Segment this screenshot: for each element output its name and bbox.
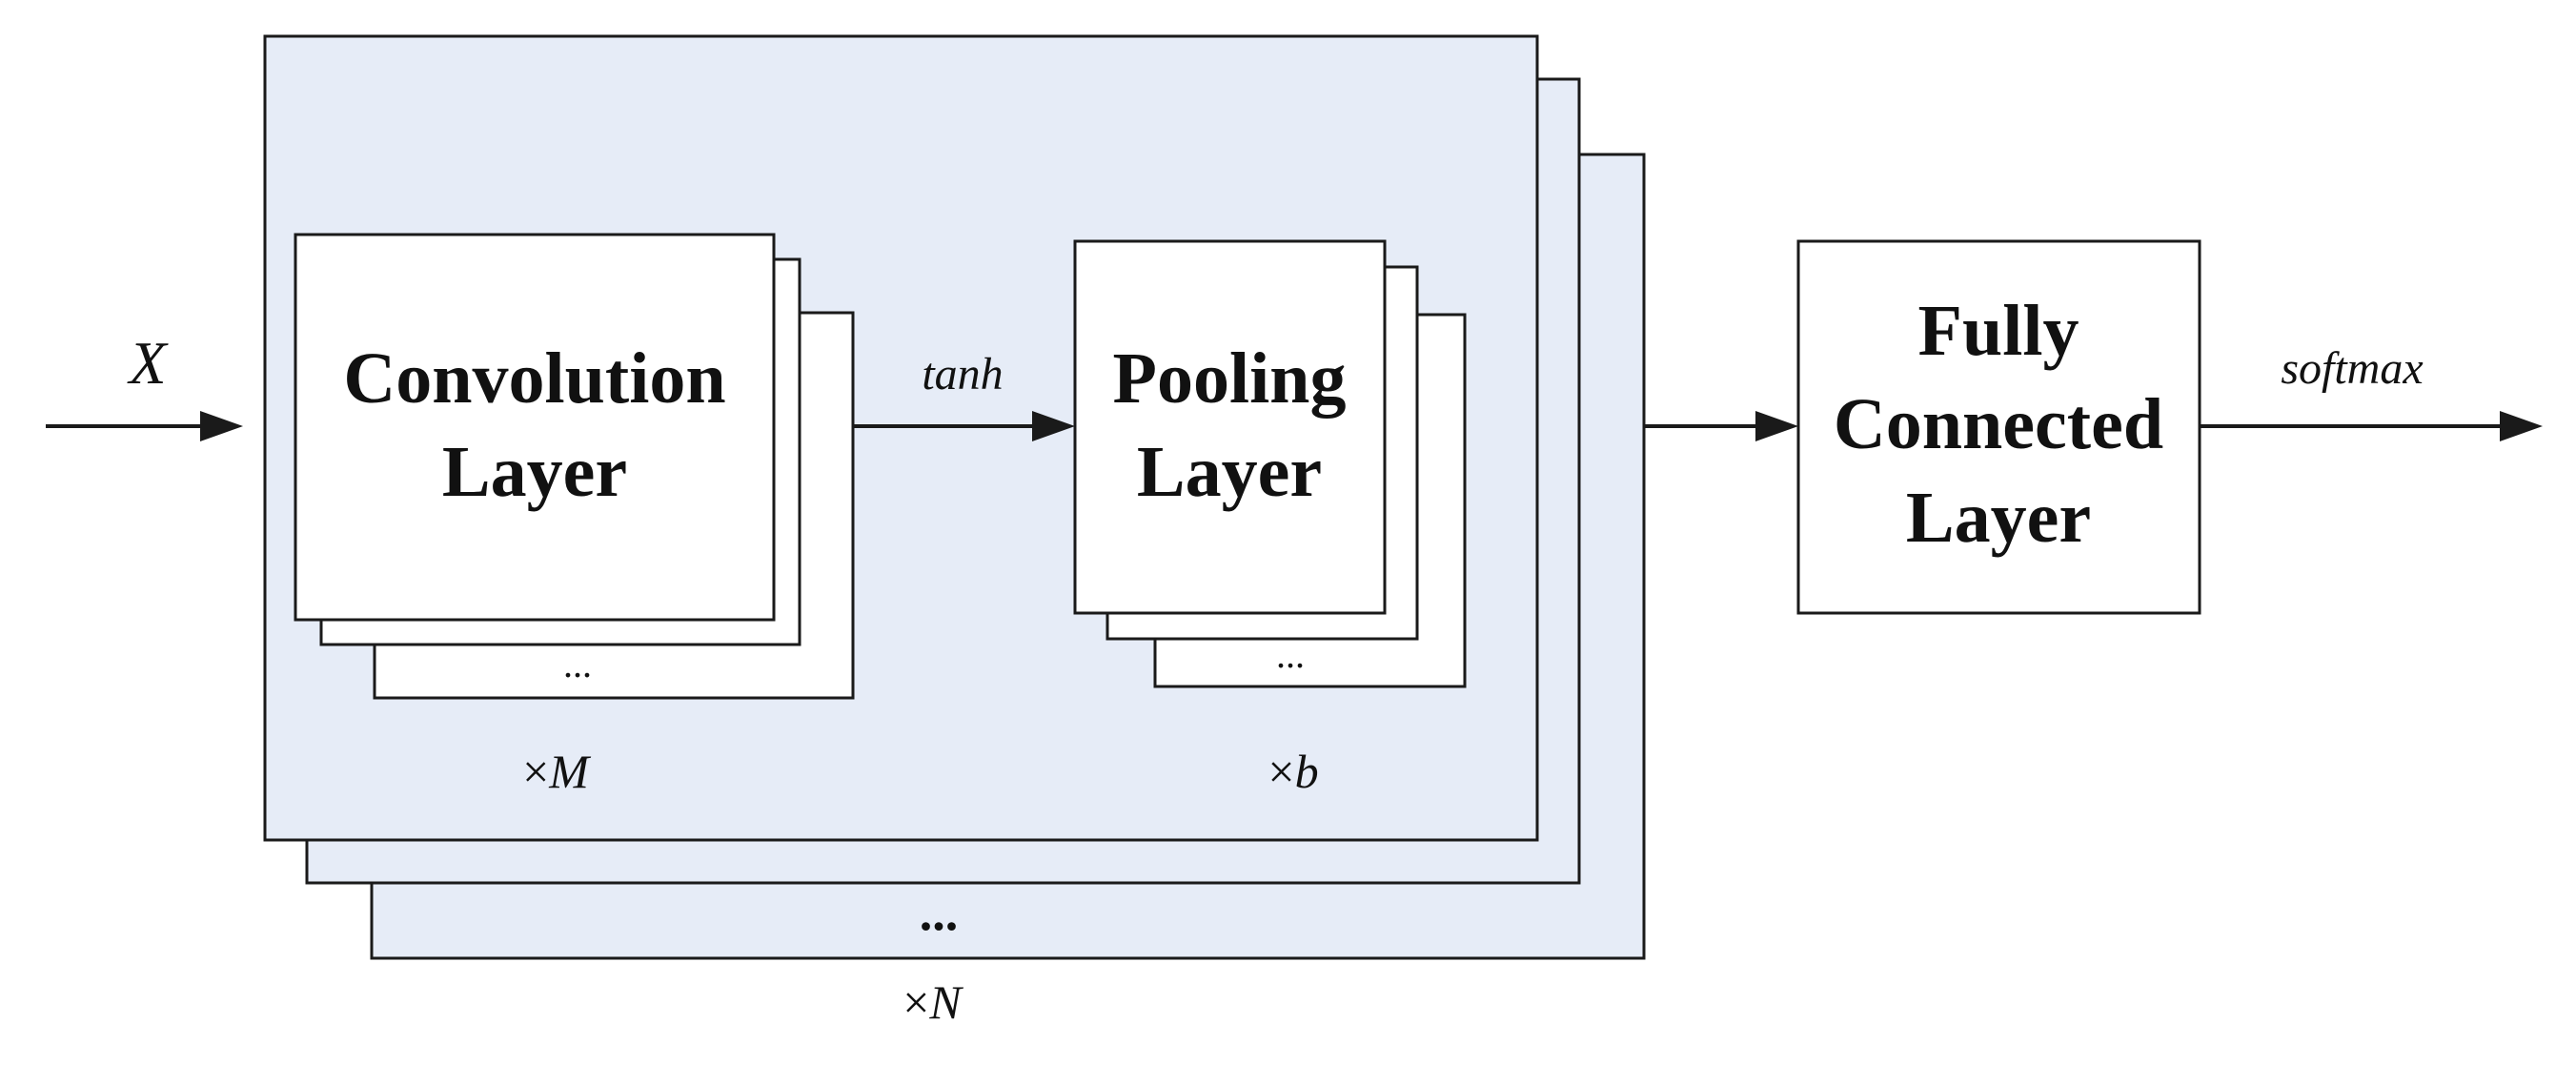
input-arrow	[46, 411, 243, 441]
fc-label-line3: Layer	[1906, 478, 2091, 558]
conv-label-line2: Layer	[442, 432, 627, 512]
pool-ellipsis: ...	[1276, 633, 1305, 676]
fc-box	[1796, 239, 2201, 615]
block-ellipsis: ...	[920, 884, 959, 941]
conv-label-line1: Convolution	[343, 338, 725, 419]
block-to-fc-arrow	[1644, 411, 1798, 441]
pool-card-1	[1073, 239, 1387, 615]
fc-label-line1: Fully	[1918, 291, 2079, 371]
conv-ellipsis: ...	[563, 643, 592, 686]
activation-label: tanh	[922, 349, 1003, 399]
pooling-layer-stack: Pooling Layer ...	[1073, 239, 1467, 688]
pool-label-line1: Pooling	[1113, 338, 1347, 419]
fc-label-line2: Connected	[1834, 384, 2163, 464]
convolution-layer-stack: Convolution Layer ...	[294, 233, 855, 700]
output-arrow	[2200, 411, 2543, 441]
conv-to-pool-arrow	[853, 411, 1075, 441]
pool-label-line2: Layer	[1137, 432, 1322, 512]
conv-card-1	[294, 233, 776, 622]
fully-connected-layer: Fully Connected Layer	[1796, 239, 2201, 615]
block-multiplier: ×N	[903, 975, 963, 1029]
output-label: softmax	[2281, 343, 2423, 394]
conv-multiplier: ×M	[522, 745, 591, 798]
input-label: X	[126, 329, 169, 397]
pool-multiplier: ×b	[1268, 745, 1318, 798]
